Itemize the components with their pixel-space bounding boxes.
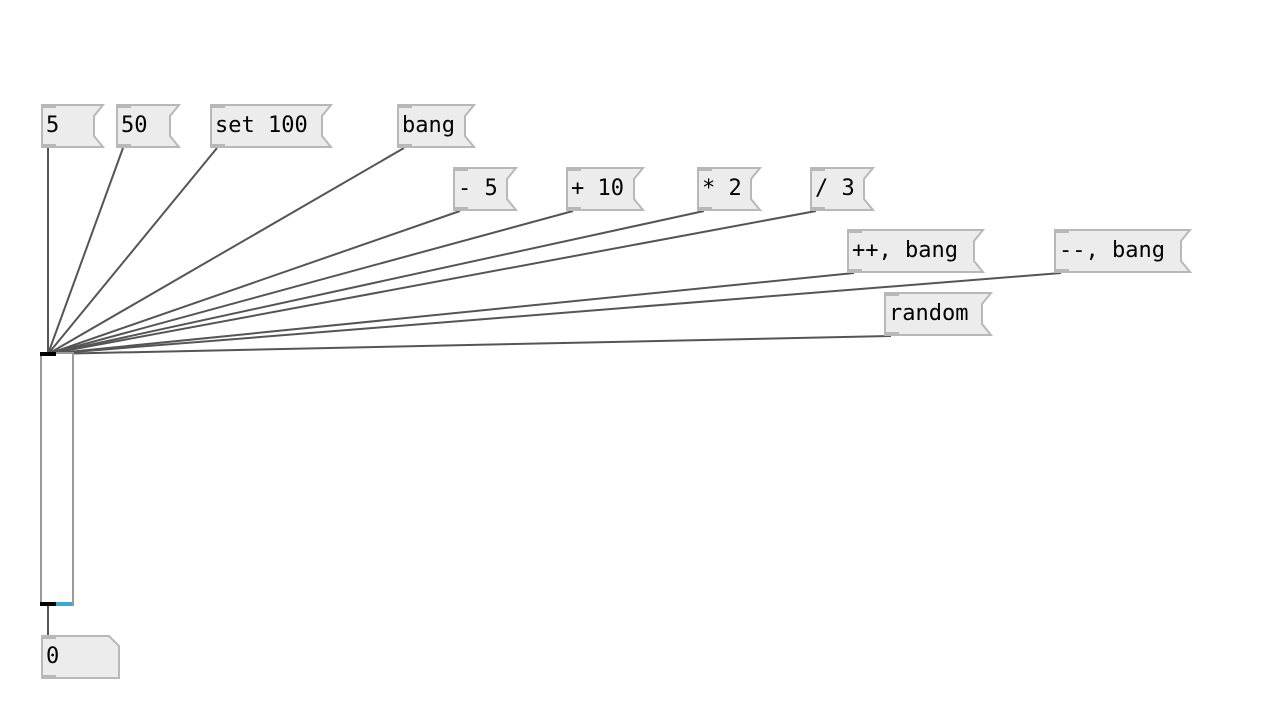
message-label: - 5 (458, 176, 498, 201)
message-box-minus-5[interactable]: - 5 (453, 167, 519, 211)
message-box-shape (566, 167, 646, 211)
message-box-set-100[interactable]: set 100 (210, 104, 334, 148)
cord-inc-bang-to-slider (47, 272, 855, 355)
message-label: * 2 (702, 176, 742, 201)
slider-body[interactable] (40, 352, 74, 606)
message-box-decrement-bang[interactable]: --, bang (1054, 229, 1193, 273)
message-box-shape (1054, 229, 1193, 273)
cord-set-100-to-slider (47, 147, 218, 355)
slider-inlet[interactable] (40, 352, 56, 356)
cord-random-to-slider (47, 335, 892, 355)
message-label: + 10 (571, 176, 624, 201)
message-box-random[interactable]: random (884, 292, 994, 336)
message-box-shape (697, 167, 763, 211)
cord-plus-10-to-slider (47, 210, 574, 355)
message-box-shape (116, 104, 182, 148)
vertical-slider[interactable] (40, 352, 74, 606)
message-box-bang[interactable]: bang (397, 104, 477, 148)
message-box-shape (453, 167, 519, 211)
message-box-div-3[interactable]: / 3 (810, 167, 876, 211)
cord-bang-to-slider (47, 147, 405, 355)
message-label: bang (402, 113, 455, 138)
message-box-increment-bang[interactable]: ++, bang (847, 229, 986, 273)
number-box-value: 0 (46, 644, 60, 669)
message-label: 50 (121, 113, 148, 138)
cord-dec-bang-to-slider (47, 272, 1062, 355)
number-box[interactable]: 0 (41, 635, 120, 679)
message-box-shape (847, 229, 986, 273)
slider-knob[interactable] (56, 602, 72, 606)
cord-times-2-to-slider (47, 210, 705, 355)
slider-outlet[interactable] (40, 602, 56, 606)
message-label: set 100 (215, 113, 308, 138)
message-box-shape (41, 104, 106, 148)
number-box-shape (41, 635, 120, 679)
message-label: / 3 (815, 176, 855, 201)
message-label: ++, bang (852, 238, 958, 263)
message-label: 5 (46, 113, 60, 138)
message-box-shape (884, 292, 994, 336)
cord-50-to-slider (47, 147, 124, 355)
message-label: random (889, 301, 969, 326)
message-box-shape (397, 104, 477, 148)
message-box-times-2[interactable]: * 2 (697, 167, 763, 211)
message-box-shape (210, 104, 334, 148)
message-box-shape (810, 167, 876, 211)
cord-div-3-to-slider (47, 210, 817, 355)
message-box-plus-10[interactable]: + 10 (566, 167, 646, 211)
message-box-50[interactable]: 50 (116, 104, 182, 148)
message-label: --, bang (1059, 238, 1165, 263)
cord-minus-5-to-slider (47, 210, 461, 355)
message-box-5[interactable]: 5 (41, 104, 106, 148)
